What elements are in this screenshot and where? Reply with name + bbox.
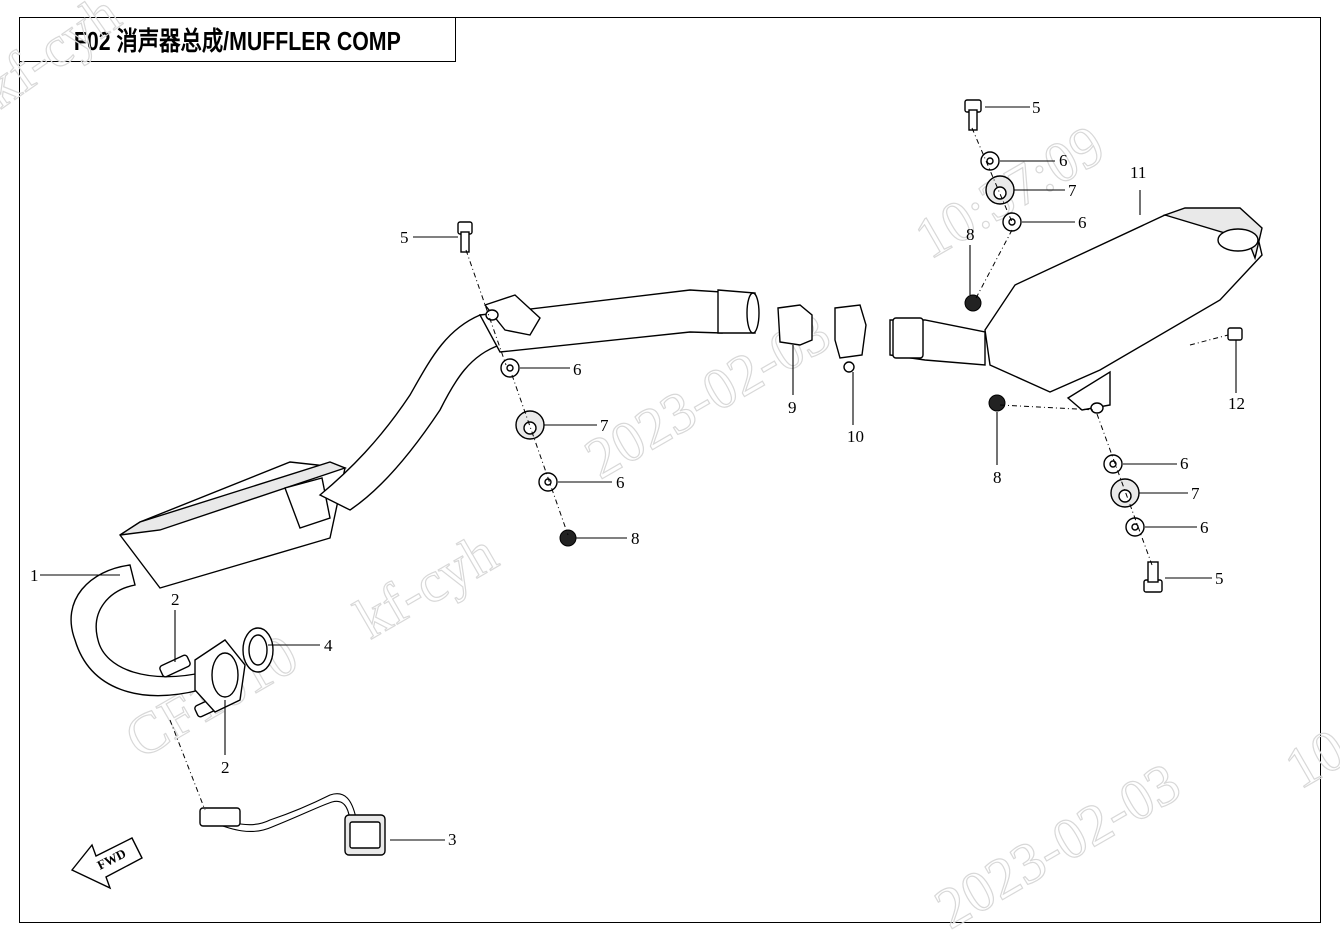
- part-labels: 1 2 2 3 4 5 5 5 6 6 6 6 6 6 7 7 7 8 8 8 …: [30, 98, 1245, 849]
- part-label-7: 7: [600, 416, 609, 435]
- part-label-6: 6: [1200, 518, 1209, 537]
- pipe-clamp: [834, 304, 867, 373]
- drawing-frame: [19, 17, 1321, 923]
- part-label-10: 10: [847, 427, 864, 446]
- muffler-bolt: [1227, 327, 1243, 341]
- part-label-6: 6: [1078, 213, 1087, 232]
- part-label-8: 8: [966, 225, 975, 244]
- flange-bolt: [964, 99, 982, 131]
- nut: [559, 294, 1006, 547]
- part-label-5: 5: [400, 228, 409, 247]
- part-label-3: 3: [448, 830, 457, 849]
- part-label-7: 7: [1191, 484, 1200, 503]
- part-label-2: 2: [171, 590, 180, 609]
- fwd-arrow: FWD: [70, 837, 143, 890]
- watermark-text: 10: [1274, 716, 1340, 801]
- leader-lines: [40, 106, 1237, 841]
- watermark-text: kf-cyh: [344, 519, 508, 651]
- part-label-6: 6: [1180, 454, 1189, 473]
- muffler-body: [889, 207, 1263, 414]
- part-label-6: 6: [1059, 151, 1068, 170]
- exhaust-gasket: [242, 627, 274, 673]
- part-label-12: 12: [1228, 394, 1245, 413]
- part-label-5: 5: [1032, 98, 1041, 117]
- part-label-4: 4: [324, 636, 333, 655]
- part-label-7: 7: [1068, 181, 1077, 200]
- watermark-text: kf-cyh: [0, 0, 131, 121]
- oxygen-sensor: [199, 793, 386, 856]
- page-title: F02 消声器总成/MUFFLER COMP: [73, 25, 401, 56]
- pipe-gasket: [777, 304, 813, 346]
- exhaust-pipe: [70, 289, 760, 697]
- part-label-6: 6: [616, 473, 625, 492]
- part-label-11: 11: [1130, 163, 1146, 182]
- watermark-text: 2023-02-03: [924, 750, 1191, 941]
- part-label-2: 2: [221, 758, 230, 777]
- part-label-1: 1: [30, 566, 39, 585]
- part-label-8: 8: [631, 529, 640, 548]
- flange-bolt: [457, 221, 473, 253]
- title-box: F02 消声器总成/MUFFLER COMP: [19, 17, 456, 62]
- flange-bolt: [1143, 561, 1163, 593]
- part-label-8: 8: [993, 468, 1002, 487]
- center-lines: [169, 127, 1229, 811]
- part-label-9: 9: [788, 398, 797, 417]
- part-label-6: 6: [573, 360, 582, 379]
- exhaust-flange: [194, 639, 246, 713]
- part-label-5: 5: [1215, 569, 1224, 588]
